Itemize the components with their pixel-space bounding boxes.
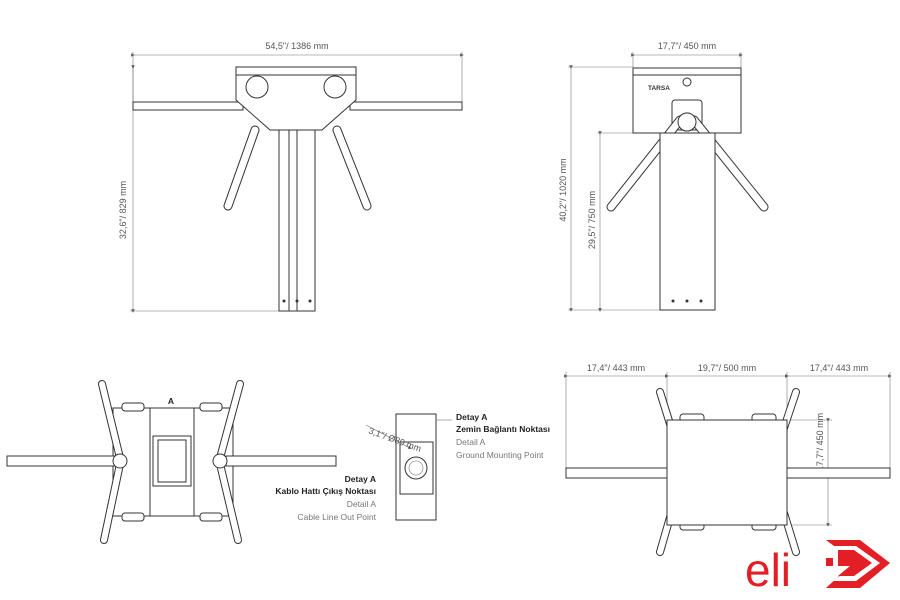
plan-view: 17,4"/ 443 mm 19,7"/ 500 mm 17,4"/ 443 m… [564,363,892,556]
detail-a: 3,1"/ Ø80 mm Detay A Zemin Bağlantı Nokt… [275,412,550,522]
brand-label: TARSA [648,85,670,92]
plan-right-dimension: 17,4"/ 443 mm [810,363,868,373]
detail-ground-en-title: Detail A [456,437,486,447]
eli-logo: eli [745,540,890,596]
detail-ground-title: Detay A [456,412,487,422]
detail-cable-title: Detay A [345,474,376,484]
detail-cable-tr: Kablo Hattı Çıkış Noktası [275,486,376,496]
plan-mid-dimension: 19,7"/ 500 mm [698,363,756,373]
front-width-dimension: 54,5"/ 1386 mm [265,41,328,51]
detail-cable-en-title: Detail A [347,499,377,509]
front-view: 54,5"/ 1386 mm 32,6"/ 829 mm [118,41,464,313]
detail-ground-tr: Zemin Bağlantı Noktası [456,424,550,434]
detail-cable-en: Cable Line Out Point [298,512,377,522]
side-arm-height-dimension: 29,5"/ 750 mm [587,191,597,249]
side-total-height-dimension: 40,2"/ 1020 mm [558,158,568,221]
detail-ground-en: Ground Mounting Point [456,450,544,460]
logo-text: eli [745,544,791,596]
side-view: 17,7"/ 450 mm 40,2"/ 1020 mm 29,5"/ 750 … [558,41,769,312]
front-height-dimension: 32,6"/ 829 mm [118,181,128,239]
plan-left-dimension: 17,4"/ 443 mm [587,363,645,373]
section-a-label: A [168,396,174,406]
side-width-dimension: 17,7"/ 450 mm [658,41,716,51]
top-view: A [6,380,337,544]
plan-depth-dimension: 17,7"/ 450 mm [815,413,825,471]
